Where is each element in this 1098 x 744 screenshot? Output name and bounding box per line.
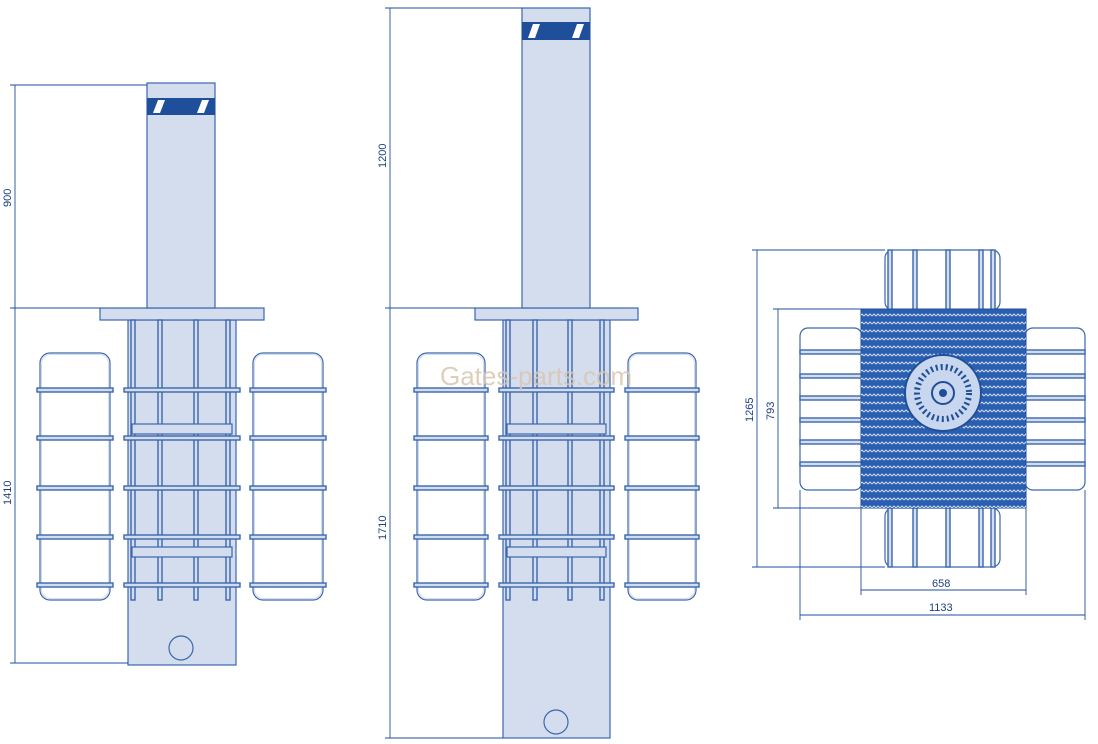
cage-bar [1024,461,1086,467]
bollard-view-1200 [413,7,700,739]
cage-bar [1024,395,1086,401]
bracket [131,546,233,558]
dim-1710: 1710 [377,516,389,540]
cage-bar [978,507,984,568]
cage-rod [130,319,136,601]
cage-bar [887,507,893,568]
cage-bar [799,373,863,379]
cage-bar [1024,439,1086,445]
cage-bar [624,485,700,491]
cage-bar [912,249,918,311]
top-plate [474,307,639,321]
cage-frame-highlight [41,354,109,599]
cage-bar [249,534,327,540]
cage-bar [799,349,863,355]
cage [413,319,700,601]
bollard-view-900 [36,82,327,666]
cage-bar [624,582,700,588]
cage-bar [887,249,893,311]
cage-bar [945,507,951,568]
dim-1265: 1265 [744,398,756,422]
cage-bar [624,387,700,393]
bracket [506,423,607,435]
dim-1410: 1410 [2,481,14,505]
cage-rod [567,319,573,601]
cage-frame-highlight [254,354,322,599]
cage-bar [1024,349,1086,355]
cage-bar [123,387,241,393]
cage-bar [945,249,951,311]
cage-frame-highlight [629,354,695,599]
cage-bar [498,534,615,540]
dimensions: 900 1410 1200 1710 1265 793 658 1133 [2,7,1086,739]
cage-bar [123,582,241,588]
foundation-body [127,319,237,666]
cage-bar [1024,417,1086,423]
cage-rod [505,319,511,601]
cage-bar [249,435,327,441]
cage-bar [123,485,241,491]
top-plate [99,307,265,321]
cage-bar [990,507,996,568]
cage-bar [36,485,114,491]
cage-frame [252,352,324,601]
cage-bar [413,582,489,588]
cage-bar [978,249,984,311]
bollard-plan-view [799,249,1086,568]
dim-900: 900 [2,189,14,207]
drain-hole [168,635,194,661]
cage-bar [799,461,863,467]
cage-bar [413,387,489,393]
cage-bar [36,534,114,540]
dim-658: 658 [932,578,950,590]
cage-bar [799,395,863,401]
bracket [131,423,233,435]
cage-bar [123,435,241,441]
cage-bar [498,387,615,393]
dim-793: 793 [765,402,777,420]
drain-hole [543,709,569,735]
cage-bar [624,435,700,441]
cage-bar [990,249,996,311]
watermark: Gates-parts.com [440,361,632,391]
cage-bar [498,485,615,491]
bollard-column [521,7,591,309]
cage-bar [123,534,241,540]
cage-bar [912,507,918,568]
cage-bar [413,485,489,491]
cage-bar [36,435,114,441]
cage-rod [532,319,538,601]
cage-bar [36,582,114,588]
cage-frame [416,352,486,601]
cage-bar [36,387,114,393]
cage-bar [799,417,863,423]
cage-bar [413,435,489,441]
cage-bar [249,387,327,393]
cage [36,319,327,601]
cage-bar [498,435,615,441]
cage-rod [225,319,231,601]
cage-rod [157,319,163,601]
cage-bar [498,582,615,588]
cage-bar [413,534,489,540]
cage-frame [627,352,697,601]
bollard-column [146,82,216,309]
cage-bar [249,485,327,491]
cage-rod [599,319,605,601]
cage-bar [624,534,700,540]
bracket [506,546,607,558]
cage-frame [39,352,111,601]
dim-1133: 1133 [929,602,953,614]
cage-bar [249,582,327,588]
cage-rod [193,319,199,601]
dim-1200: 1200 [377,144,389,168]
cage-bar [799,439,863,445]
cage-bar [1024,373,1086,379]
cage-frame-highlight [418,354,484,599]
